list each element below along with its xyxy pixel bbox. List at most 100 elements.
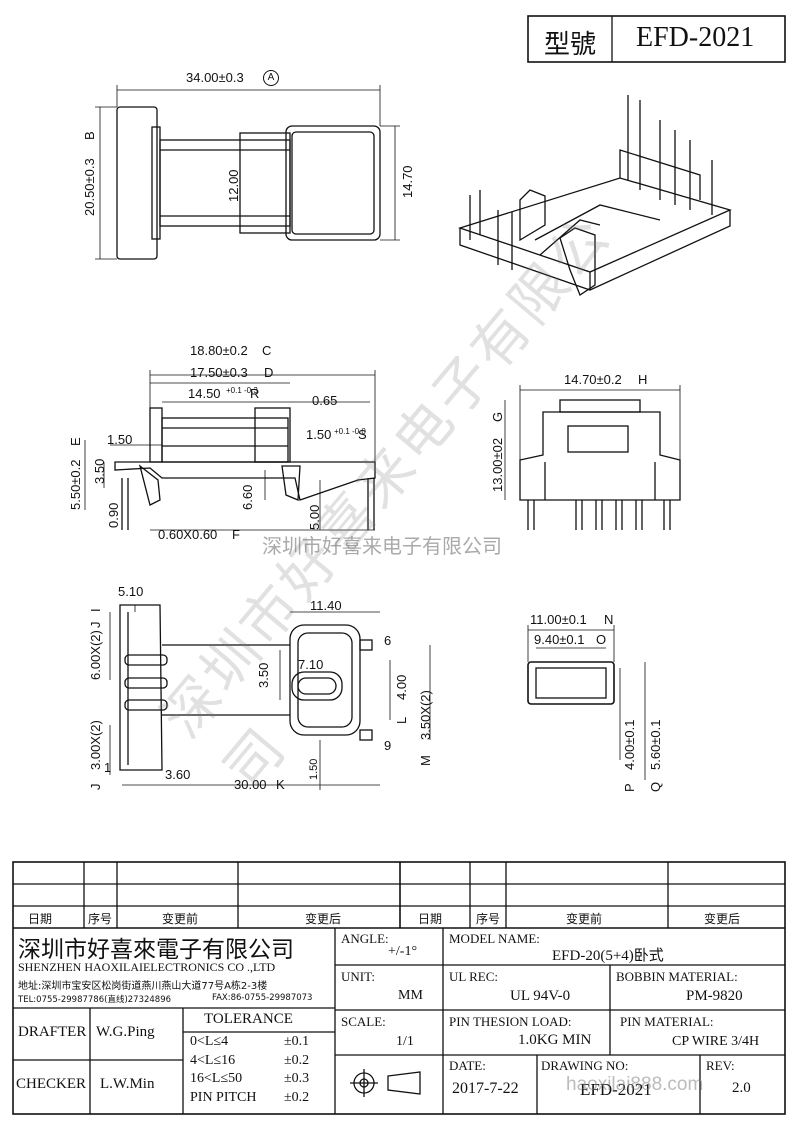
tol-range-3: PIN PITCH bbox=[190, 1090, 257, 1105]
checker-label: CHECKER bbox=[16, 1076, 87, 1092]
company-fax: FAX:86-0755-29987073 bbox=[212, 993, 313, 1003]
date-label: DATE: bbox=[449, 1058, 486, 1073]
angle-label: ANGLE: bbox=[341, 931, 389, 946]
rev-seq-left: 序号 bbox=[88, 912, 113, 926]
drawing-label: DRAWING NO: bbox=[541, 1058, 629, 1073]
dim-core: 12.00 bbox=[226, 169, 241, 202]
scale-value: 1/1 bbox=[396, 1034, 414, 1049]
dim-sec-q: 5.60±0.1 bbox=[648, 719, 663, 770]
ref-e: E bbox=[68, 437, 83, 446]
ul-label: UL REC: bbox=[449, 969, 498, 984]
dim-e: 5.50±0.2 bbox=[68, 459, 83, 510]
dim-bv-w: 5.10 bbox=[118, 584, 144, 599]
ref-j: J bbox=[88, 621, 103, 629]
checker-value: L.W.Min bbox=[100, 1076, 155, 1092]
rev-date-left: 日期 bbox=[28, 912, 53, 926]
dim-s: 1.50 bbox=[306, 427, 332, 442]
tol-value-2: ±0.3 bbox=[284, 1071, 310, 1086]
tolerance-label: TOLERANCE bbox=[204, 1011, 293, 1027]
ref-k: K bbox=[276, 777, 285, 792]
ref-m: M bbox=[418, 755, 433, 766]
company-name-en: SHENZHEN HAOXILAIELECTRONICS CO .,LTD bbox=[18, 960, 276, 974]
dim-pitch-j: 6.00X(2) bbox=[88, 630, 103, 680]
ref-r: R bbox=[250, 386, 260, 401]
dim-bv-m: 3.50X(2) bbox=[418, 690, 433, 740]
model-value: EFD-20(5+4)卧式 bbox=[552, 948, 664, 964]
model-box-value: EFD-2021 bbox=[636, 22, 755, 53]
dim-c: 18.80±0.2 bbox=[190, 343, 248, 358]
tol-value-1: ±0.2 bbox=[284, 1053, 310, 1068]
watermark-text: 深圳市好喜来电子有限公司 bbox=[262, 534, 502, 558]
rev-after-left: 变更后 bbox=[305, 912, 342, 926]
rev-before-right: 变更前 bbox=[566, 912, 603, 926]
rev-label: REV: bbox=[706, 1058, 735, 1073]
company-address: 地址:深圳市宝安区松岗街道燕川燕山大道77号A栋2-3楼 bbox=[18, 981, 268, 992]
pin-load-label: PIN THESION LOAD: bbox=[449, 1014, 572, 1029]
dim-overall-length: 34.00±0.3 bbox=[186, 70, 244, 85]
dim-pitch-k: 3.00X(2) bbox=[88, 720, 103, 770]
dim-t1: 0.65 bbox=[312, 393, 338, 408]
tol-range-1: 4<L≤16 bbox=[190, 1053, 236, 1068]
date-value: 2017-7-22 bbox=[452, 1080, 519, 1097]
rev-after-right: 变更后 bbox=[704, 912, 741, 926]
ref-a: A bbox=[263, 70, 279, 86]
drawing-value: EFD-2021 bbox=[580, 1080, 652, 1099]
model-label: MODEL NAME: bbox=[449, 931, 540, 946]
pin-material-value: CP WIRE 3/4H bbox=[672, 1034, 760, 1049]
tol-range-0: 0<L≤4 bbox=[190, 1034, 229, 1049]
ref-n: N bbox=[604, 612, 614, 627]
ref-l: L bbox=[394, 716, 409, 724]
dim-d: 17.50±0.3 bbox=[190, 365, 248, 380]
dim-end-width: 14.70±0.2 bbox=[564, 372, 622, 387]
dim-sec-p: 4.00±0.1 bbox=[622, 719, 637, 770]
pin-6: 6 bbox=[384, 633, 392, 648]
company-name-cn: 深圳市好喜來電子有限公司 bbox=[18, 937, 294, 963]
unit-value: MM bbox=[398, 988, 423, 1003]
ref-f: F bbox=[232, 527, 240, 542]
rev-date-right: 日期 bbox=[418, 912, 443, 926]
dim-height: 20.50±0.3 bbox=[82, 158, 97, 216]
ref-b: B bbox=[82, 131, 97, 140]
drafter-label: DRAFTER bbox=[18, 1024, 87, 1040]
dim-h2: 6.60 bbox=[240, 484, 255, 510]
rev-value: 2.0 bbox=[732, 1080, 751, 1096]
dim-sec-o: 9.40±0.1 bbox=[534, 632, 585, 647]
dim-h3: 0.90 bbox=[106, 502, 121, 528]
tol-value-3: ±0.2 bbox=[284, 1090, 310, 1105]
pin-load-value: 1.0KG MIN bbox=[518, 1032, 592, 1048]
ref-q: Q bbox=[648, 781, 663, 792]
dim-w1: 1.50 bbox=[107, 432, 133, 447]
ref-c: C bbox=[262, 343, 272, 358]
scale-label: SCALE: bbox=[341, 1014, 386, 1029]
dim-flange: 14.70 bbox=[400, 165, 415, 198]
model-box-label: 型號 bbox=[544, 30, 597, 60]
rev-before-left: 变更前 bbox=[162, 912, 199, 926]
bobbin-label: BOBBIN MATERIAL: bbox=[616, 969, 738, 984]
ref-k-side: J bbox=[88, 783, 103, 791]
dim-r-tol: +0.1 -0.3 bbox=[226, 386, 258, 395]
dim-bv-k: 30.00 bbox=[234, 777, 267, 792]
ul-value: UL 94V-0 bbox=[510, 988, 571, 1004]
unit-label: UNIT: bbox=[341, 969, 376, 984]
ref-o: O bbox=[596, 632, 607, 647]
pin-1: 1 bbox=[104, 760, 112, 775]
ref-s: S bbox=[358, 427, 367, 442]
dim-h1: 3.50 bbox=[92, 458, 107, 484]
dim-r: 14.50 bbox=[188, 386, 221, 401]
dim-bv-e: 1.50 bbox=[308, 758, 320, 780]
dim-bv-c: 7.10 bbox=[298, 657, 324, 672]
angle-value: +/-1° bbox=[388, 944, 418, 959]
ref-i: I bbox=[88, 608, 103, 612]
rev-seq-right: 序号 bbox=[476, 912, 501, 926]
footer-watermark: haoxilai888.com bbox=[566, 1074, 704, 1095]
tol-range-2: 16<L≤50 bbox=[190, 1071, 243, 1086]
ref-h: H bbox=[638, 372, 648, 387]
ref-d: D bbox=[264, 365, 274, 380]
pin-9: 9 bbox=[384, 738, 392, 753]
dim-bv-d: 3.60 bbox=[165, 767, 191, 782]
tol-value-0: ±0.1 bbox=[284, 1034, 310, 1049]
drafter-value: W.G.Ping bbox=[96, 1024, 155, 1040]
ref-p: P bbox=[622, 783, 637, 792]
dim-sec-n: 11.00±0.1 bbox=[530, 612, 587, 627]
